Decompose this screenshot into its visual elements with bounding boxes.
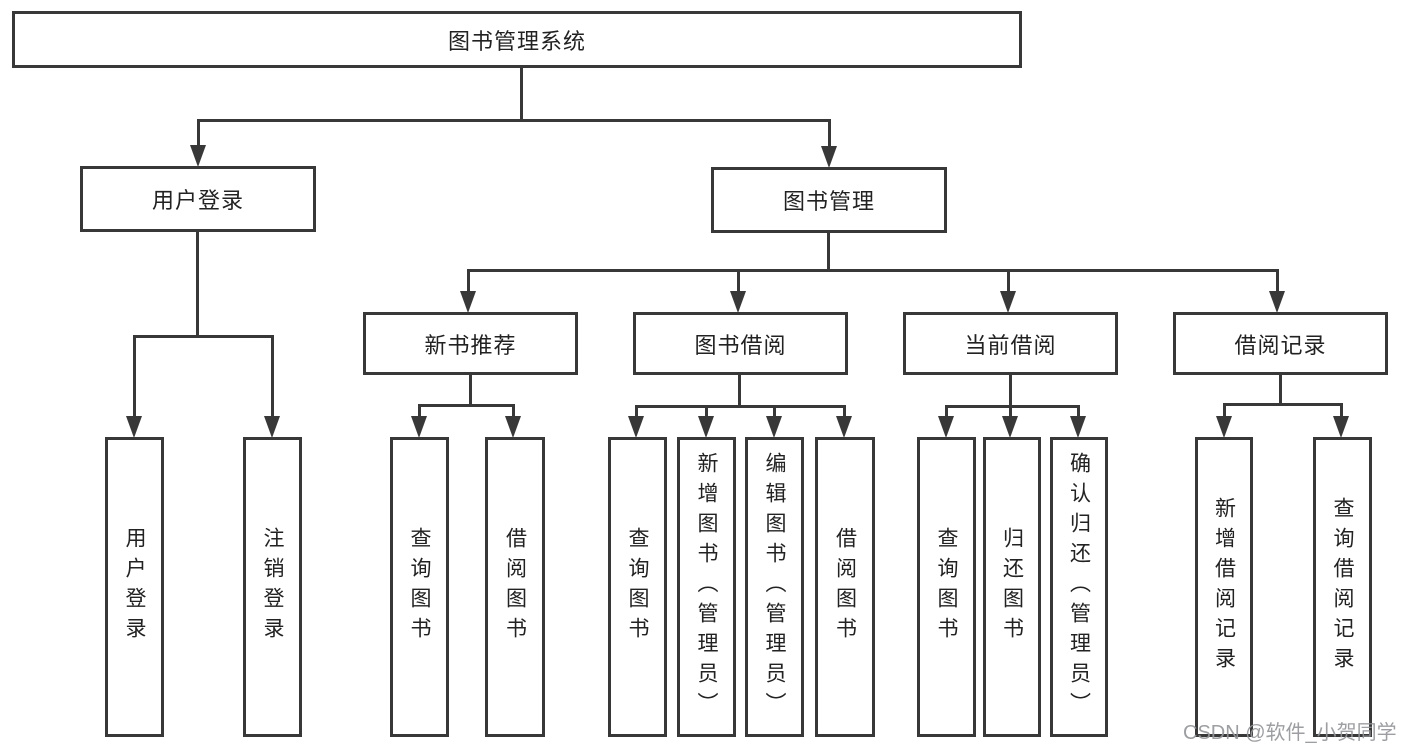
arrow-down-icon <box>1070 416 1086 438</box>
connector-line <box>133 335 136 417</box>
arrow-down-icon <box>1269 291 1285 313</box>
arrow-down-icon <box>264 416 280 438</box>
arrow-down-icon <box>730 291 746 313</box>
connector-line <box>418 404 515 407</box>
leaf-add-borrow-record: 新增借阅记录 <box>1195 437 1253 737</box>
connector-line <box>271 335 274 417</box>
connector-line <box>197 119 831 122</box>
connector-line <box>1009 405 1012 418</box>
connector-line <box>843 405 846 418</box>
leaf-borrow-books: 借阅图书 <box>815 437 875 737</box>
connector-line <box>635 405 638 418</box>
connector-line <box>705 405 708 418</box>
arrow-down-icon <box>190 145 206 167</box>
node-current-borrow: 当前借阅 <box>903 312 1118 375</box>
connector-line <box>1276 269 1279 293</box>
connector-line <box>520 68 523 121</box>
leaf-edit-books-admin: 编辑图书（管理员） <box>745 437 804 737</box>
leaf-query-books-recommend: 查询图书 <box>390 437 449 737</box>
arrow-down-icon <box>766 416 782 438</box>
connector-line <box>1340 403 1343 418</box>
connector-line <box>467 269 470 293</box>
arrow-down-icon <box>460 291 476 313</box>
arrow-down-icon <box>938 416 954 438</box>
connector-line <box>737 269 740 293</box>
arrow-down-icon <box>505 416 521 438</box>
connector-line <box>133 335 274 338</box>
leaf-query-books-borrow: 查询图书 <box>608 437 667 737</box>
csdn-watermark: CSDN @软件_小贺同学 <box>1183 722 1397 744</box>
leaf-borrow-books-recommend: 借阅图书 <box>485 437 545 737</box>
connector-line <box>635 405 846 408</box>
leaf-confirm-return-admin: 确认归还（管理员） <box>1050 437 1108 737</box>
connector-line <box>828 119 831 147</box>
arrow-down-icon <box>1216 416 1232 438</box>
leaf-logout: 注销登录 <box>243 437 302 737</box>
leaf-add-books-admin: 新增图书（管理员） <box>677 437 736 737</box>
connector-line <box>467 269 1279 272</box>
node-user-login: 用户登录 <box>80 166 316 232</box>
arrow-down-icon <box>698 416 714 438</box>
arrow-down-icon <box>1002 416 1018 438</box>
connector-line <box>196 232 199 337</box>
connector-line <box>197 119 200 147</box>
connector-line <box>512 404 515 418</box>
arrow-down-icon <box>1000 291 1016 313</box>
connector-line <box>469 375 472 406</box>
connector-line <box>1007 269 1010 293</box>
leaf-query-books-current: 查询图书 <box>917 437 976 737</box>
arrow-down-icon <box>628 416 644 438</box>
leaf-query-borrow-record: 查询借阅记录 <box>1313 437 1372 737</box>
connector-line <box>1077 405 1080 418</box>
node-book-management: 图书管理 <box>711 167 947 233</box>
connector-line <box>1223 403 1342 406</box>
connector-line <box>945 405 1079 408</box>
node-borrow-records: 借阅记录 <box>1173 312 1388 375</box>
connector-line <box>827 233 830 271</box>
connector-line <box>773 405 776 418</box>
node-new-book-recommend: 新书推荐 <box>363 312 578 375</box>
leaf-return-books: 归还图书 <box>983 437 1041 737</box>
arrow-down-icon <box>1333 416 1349 438</box>
connector-line <box>418 404 421 418</box>
connector-line <box>945 405 948 418</box>
connector-line <box>1009 375 1012 407</box>
arrow-down-icon <box>411 416 427 438</box>
arrow-down-icon <box>126 416 142 438</box>
leaf-user-login: 用户登录 <box>105 437 164 737</box>
node-root: 图书管理系统 <box>12 11 1022 68</box>
connector-line <box>1223 403 1226 418</box>
connector-line <box>738 375 741 407</box>
node-book-borrow: 图书借阅 <box>633 312 848 375</box>
arrow-down-icon <box>821 146 837 168</box>
connector-line <box>1279 375 1282 405</box>
arrow-down-icon <box>836 416 852 438</box>
